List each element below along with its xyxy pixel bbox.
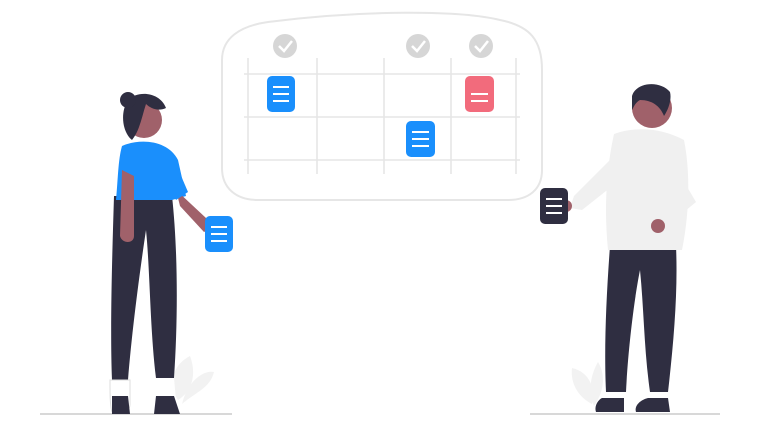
note-card-blue: [406, 121, 435, 157]
check-icon: [406, 34, 430, 58]
board-outline: [221, 11, 543, 201]
person-man: [540, 84, 696, 412]
plant-left: [172, 356, 214, 404]
plant-right: [571, 362, 603, 406]
board-grid: [244, 58, 520, 174]
held-note-dark: [540, 188, 568, 224]
held-note-blue: [205, 216, 233, 252]
check-icon: [469, 34, 493, 58]
note-card-blue: [267, 76, 295, 112]
schedule-board: [221, 11, 543, 201]
note-card-red: [465, 76, 494, 112]
person-woman: [109, 92, 233, 414]
check-icon: [273, 34, 297, 58]
